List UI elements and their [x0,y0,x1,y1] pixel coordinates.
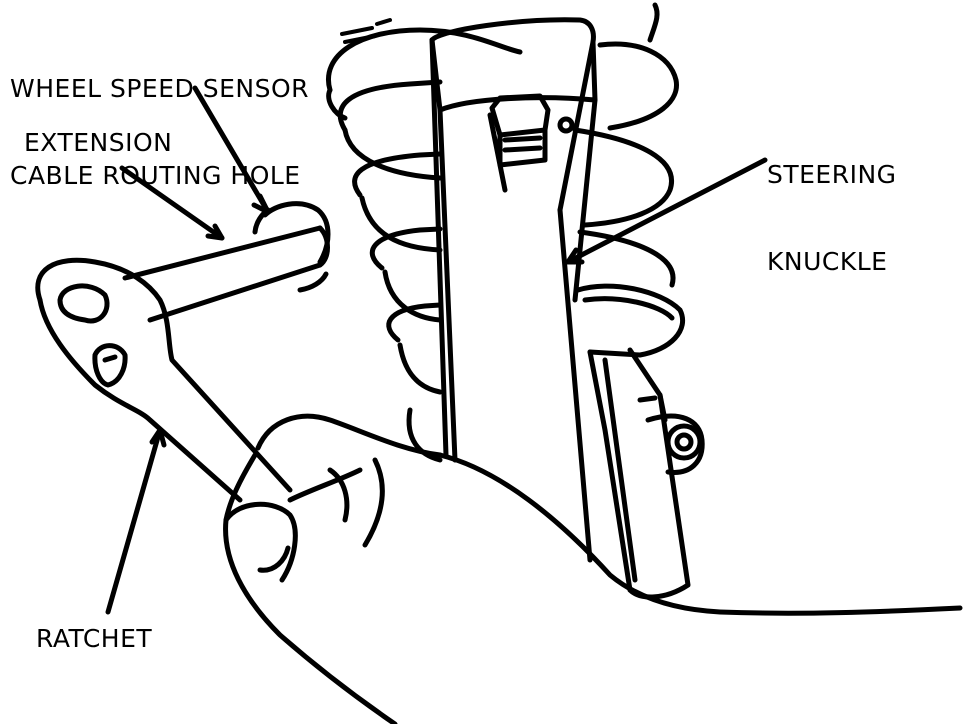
leader-lines [108,88,765,612]
extension-bar [125,228,328,320]
hand [226,416,960,724]
coil-spring [328,5,676,460]
arrowhead-ratchet [152,430,164,445]
label-wheel-speed-sensor-line1: WHEEL SPEED SENSOR [10,74,310,103]
arrowhead-extension [208,226,222,238]
label-dash-marks [342,20,390,42]
label-wheel-speed-sensor: WHEEL SPEED SENSOR CABLE ROUTING HOLE [10,16,309,219]
ratchet-tool [38,260,290,500]
label-steering-knuckle-line2: KNUCKLE [767,247,888,276]
label-steering-knuckle-line1: STEERING [767,160,897,189]
label-ratchet: RATCHET [36,624,153,653]
strut-body [432,20,688,597]
label-extension: EXTENSION [24,128,173,157]
strut-nut [490,96,572,190]
arrowhead-steering-knuckle [568,250,582,262]
bracket-bolt [648,416,702,472]
leader-steering-knuckle [568,160,765,262]
arrowhead-wss [254,196,268,212]
leader-wss [195,88,268,212]
leader-extension [122,168,222,238]
leader-ratchet [108,430,160,612]
label-wheel-speed-sensor-line2: CABLE ROUTING HOLE [10,161,301,190]
label-steering-knuckle: STEERING KNUCKLE [767,102,897,305]
